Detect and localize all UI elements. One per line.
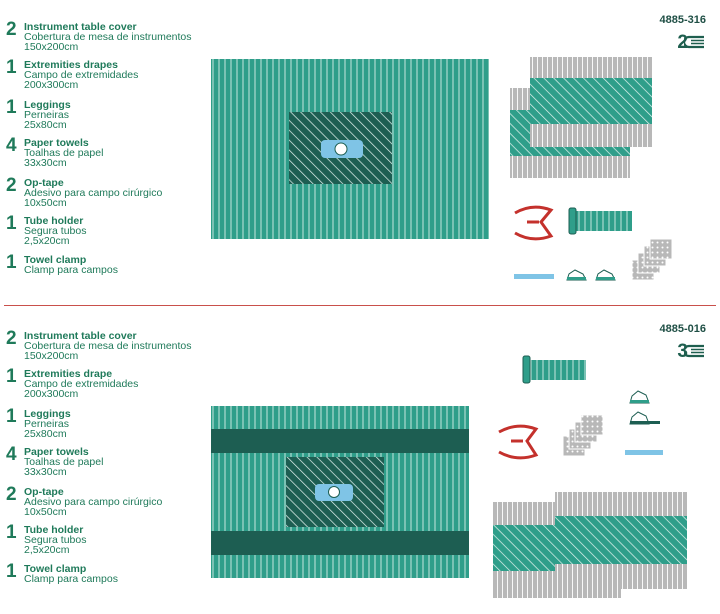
item-name-en: Op-tape bbox=[24, 486, 64, 498]
extremities-drape-illustration bbox=[211, 406, 469, 578]
item-qty: 1 bbox=[6, 522, 17, 543]
paper-towels-illustration bbox=[562, 414, 604, 457]
item-size: 150x200cm bbox=[24, 350, 79, 362]
item-name-pt: Cobertura de mesa de instrumentos bbox=[24, 340, 192, 352]
op-tape-illustration bbox=[514, 274, 554, 279]
item-name-en: Tube holder bbox=[24, 524, 84, 536]
item-name-pt: Campo de extremidades bbox=[24, 378, 139, 390]
item-name-en: Leggings bbox=[24, 99, 71, 111]
item-size: 10x50cm bbox=[24, 506, 67, 518]
item-qty: 1 bbox=[6, 213, 17, 234]
item-size: 25x80cm bbox=[24, 428, 67, 440]
item-name-pt: Toalhas de papel bbox=[24, 147, 104, 159]
op-tape-illustration bbox=[625, 450, 663, 455]
instrument-table-cover-illustration bbox=[493, 492, 687, 598]
item-size: 2,5x20cm bbox=[24, 235, 70, 247]
extremities-drape-illustration bbox=[211, 59, 489, 239]
item-qty: 1 bbox=[6, 406, 17, 427]
kit-illustration bbox=[211, 355, 687, 598]
item-name-en: Paper towels bbox=[24, 137, 89, 149]
towel-clamp-illustration bbox=[514, 205, 554, 241]
item-name-pt: Segura tubos bbox=[24, 534, 87, 546]
item-qty: 1 bbox=[6, 561, 17, 582]
pack-count: 3 bbox=[677, 341, 688, 362]
item-qty: 1 bbox=[6, 366, 17, 387]
item-size: 200x300cm bbox=[24, 79, 79, 91]
kit-illustration bbox=[211, 57, 673, 281]
item-qty: 1 bbox=[6, 252, 17, 273]
item-name-pt: Adesivo para campo cirúrgico bbox=[24, 187, 163, 199]
item-name-en: Instrument table cover bbox=[24, 330, 137, 342]
item-qty: 4 bbox=[6, 444, 17, 465]
leggings-illustration bbox=[629, 390, 660, 425]
leggings-illustration bbox=[566, 269, 616, 281]
item-name-pt: Campo de extremidades bbox=[24, 69, 139, 81]
item-name-en: Instrument table cover bbox=[24, 21, 137, 33]
item-name-pt: Cobertura de mesa de instrumentos bbox=[24, 31, 192, 43]
item-qty: 2 bbox=[6, 19, 17, 40]
item-name-pt: Segura tubos bbox=[24, 225, 87, 237]
pack-count: 2 bbox=[677, 32, 688, 53]
item-name-en: Towel clamp bbox=[24, 254, 87, 266]
item-name-pt: Clamp para campos bbox=[24, 573, 118, 585]
paper-towels-illustration bbox=[631, 238, 673, 281]
item-size: 200x300cm bbox=[24, 388, 79, 400]
item-qty: 2 bbox=[6, 175, 17, 196]
item-name-en: Towel clamp bbox=[24, 563, 87, 575]
item-size: 150x200cm bbox=[24, 41, 79, 53]
item-name-pt: Toalhas de papel bbox=[24, 456, 104, 468]
item-name-en: Op-tape bbox=[24, 177, 64, 189]
kit-code: 4885-316 bbox=[659, 14, 707, 26]
item-name-pt: Adesivo para campo cirúrgico bbox=[24, 496, 163, 508]
item-size: 10x50cm bbox=[24, 197, 67, 209]
item-name-pt: Clamp para campos bbox=[24, 264, 118, 276]
item-size: 33x30cm bbox=[24, 157, 67, 169]
item-qty: 1 bbox=[6, 97, 17, 118]
item-size: 25x80cm bbox=[24, 119, 67, 131]
item-name-en: Leggings bbox=[24, 408, 71, 420]
tube-holder-illustration bbox=[568, 207, 632, 235]
tube-holder-illustration bbox=[522, 355, 586, 384]
item-name-en: Paper towels bbox=[24, 446, 89, 458]
item-name-pt: Perneiras bbox=[24, 109, 69, 121]
item-qty: 4 bbox=[6, 135, 17, 156]
instrument-table-cover-illustration bbox=[510, 57, 652, 178]
item-size: 2,5x20cm bbox=[24, 544, 70, 556]
item-size: 33x30cm bbox=[24, 466, 67, 478]
item-qty: 1 bbox=[6, 57, 17, 78]
item-name-pt: Perneiras bbox=[24, 418, 69, 430]
item-name-en: Extremities drape bbox=[24, 368, 113, 380]
item-name-en: Tube holder bbox=[24, 215, 84, 227]
pack-icon bbox=[684, 35, 704, 49]
kit-divider bbox=[4, 305, 716, 306]
pack-icon bbox=[684, 344, 704, 358]
kit-code: 4885-016 bbox=[659, 323, 707, 335]
item-qty: 2 bbox=[6, 328, 17, 349]
item-qty: 2 bbox=[6, 484, 17, 505]
item-name-en: Extremities drapes bbox=[24, 59, 118, 71]
towel-clamp-illustration bbox=[498, 424, 539, 460]
